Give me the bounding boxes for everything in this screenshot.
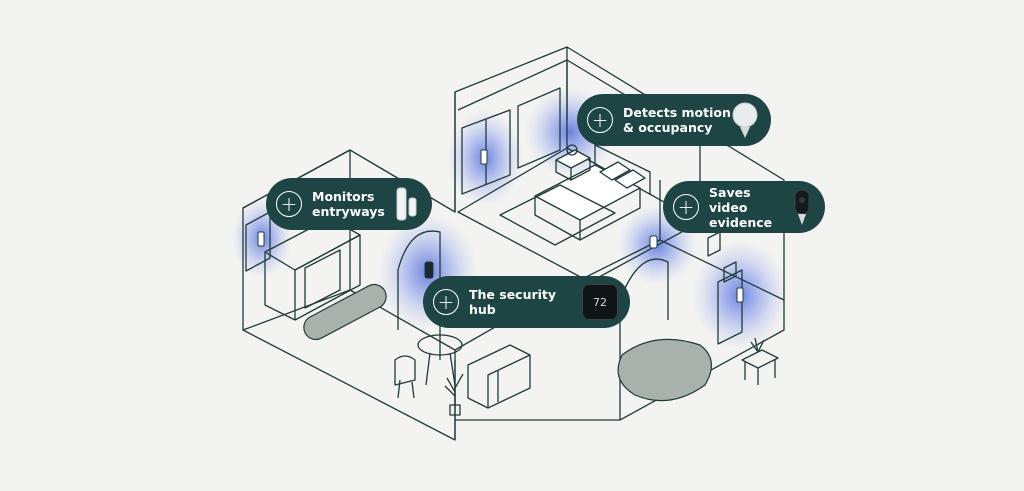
security-camera-icon <box>791 187 813 227</box>
callout-video[interactable]: + Saves video evidence <box>663 181 825 233</box>
callout-entry[interactable]: + Monitors entryways <box>266 178 432 230</box>
callout-motion[interactable]: + Detects motion & occupancy <box>577 94 771 146</box>
thermostat-reading: 72 <box>582 284 618 320</box>
motion-sensor-icon <box>731 100 759 140</box>
callout-hub[interactable]: + The security hub 72 <box>423 276 630 328</box>
plus-icon: + <box>587 107 613 133</box>
wall-devices <box>257 149 744 303</box>
plus-icon: + <box>673 194 699 220</box>
callout-label: The security hub <box>469 287 557 317</box>
callout-label: Detects motion & occupancy <box>623 105 731 135</box>
plus-icon: + <box>433 289 459 315</box>
thermostat-icon: 72 <box>582 284 618 320</box>
rugs <box>303 283 712 402</box>
callout-label: Monitors entryways <box>312 189 385 219</box>
callout-label: Saves video evidence <box>709 184 773 230</box>
door-sensor-icon <box>394 184 420 224</box>
plus-icon: + <box>276 191 302 217</box>
